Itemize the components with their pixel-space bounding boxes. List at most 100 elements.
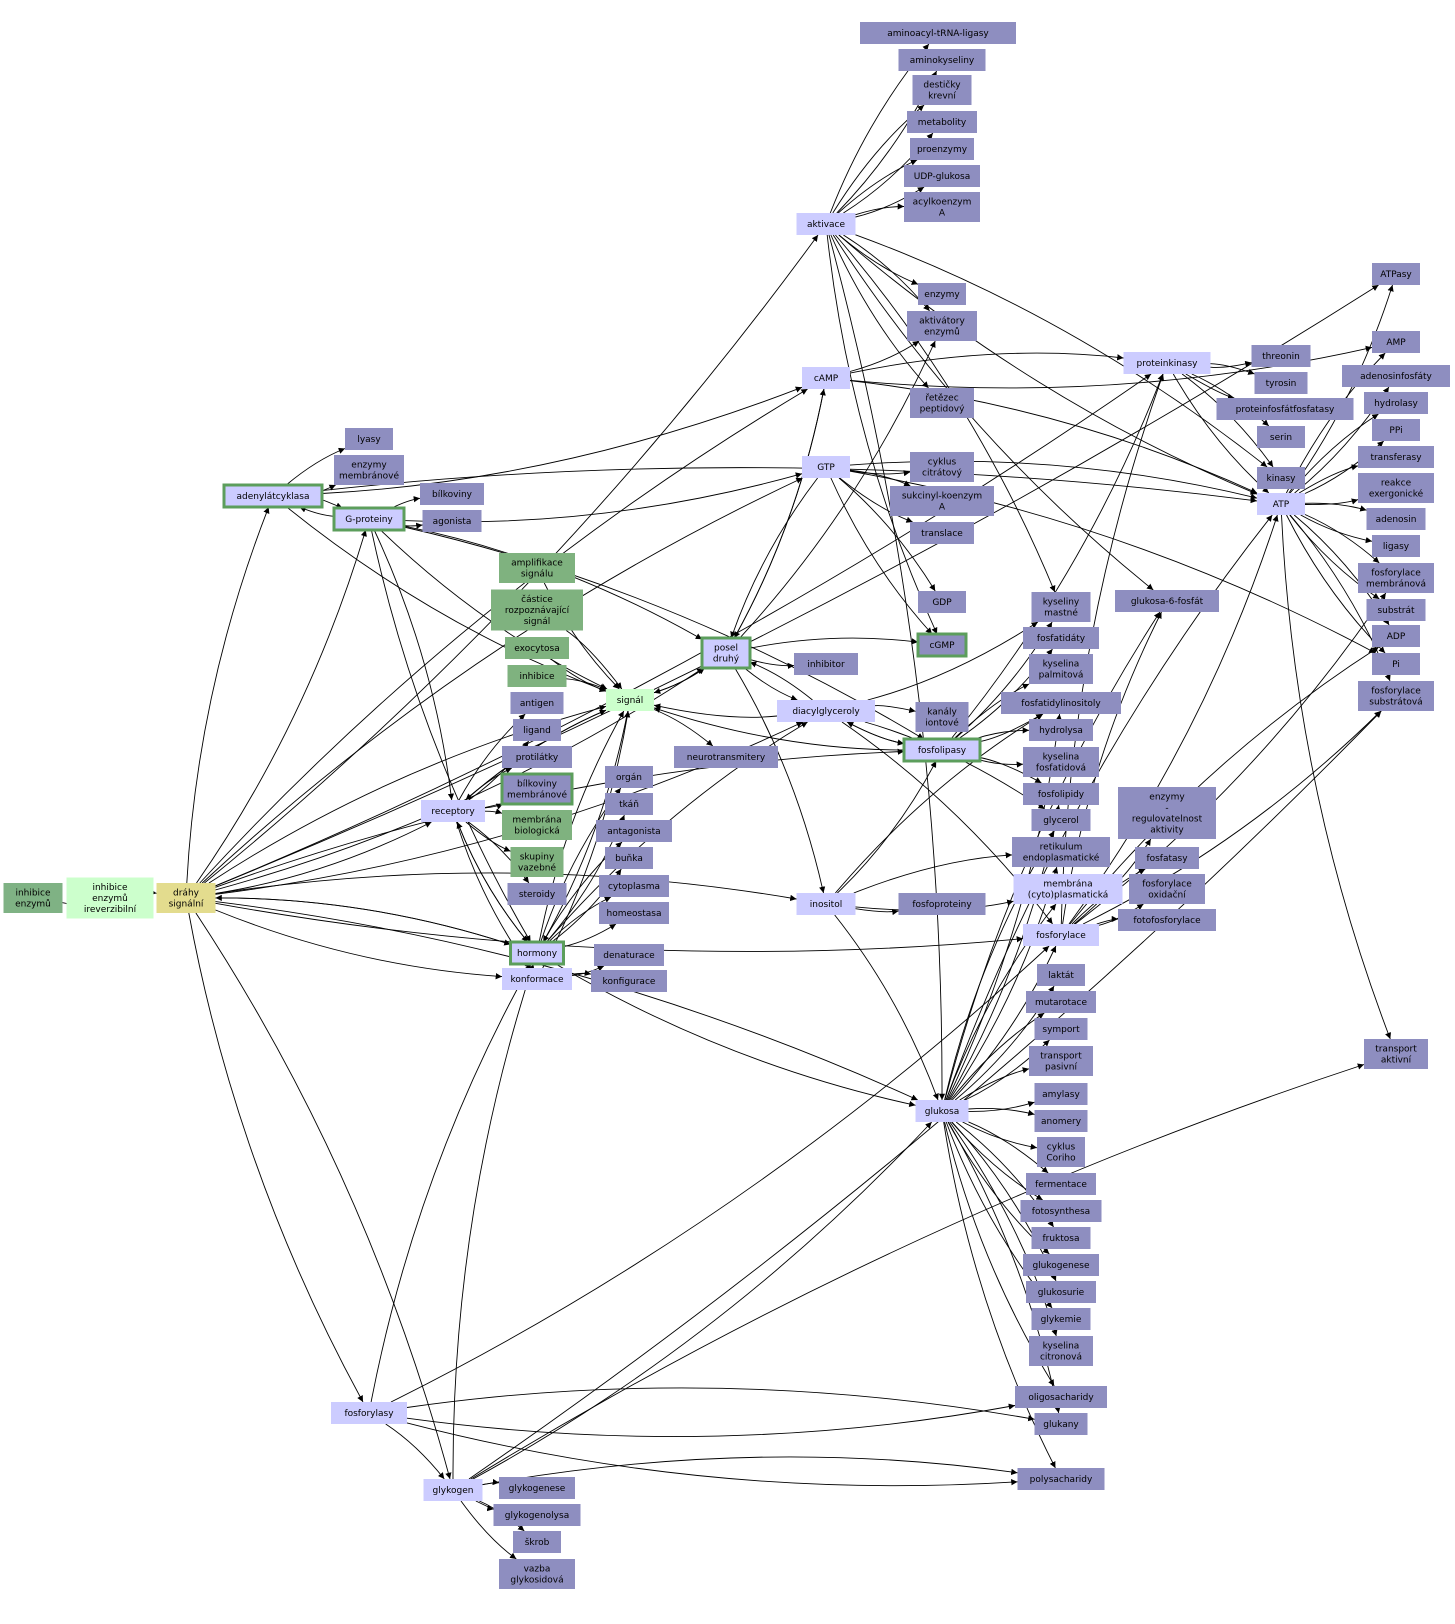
node-glukogenese: glukogenese [1023,1254,1099,1276]
node-box [1029,1046,1093,1076]
node-label-line: adenylátcyklasa [236,492,309,502]
node-neurotransmitery: neurotransmitery [674,746,778,768]
node-label-line: signální [169,900,204,910]
node-box [1372,331,1420,353]
node-box [1366,508,1426,530]
node-box [802,456,850,478]
node-label: neurotransmitery [687,753,766,763]
node-konformace: konformace [502,968,572,990]
node-hydrolasy_r: hydrolasy [1364,392,1428,414]
node-denaturace: denaturace [594,944,664,966]
node-label: adenylátcyklasa [236,492,309,502]
edge-glukosa-to-polysacharidy [943,1121,1056,1469]
node-label-line: glykemie [1041,1315,1082,1325]
node-label: glukosa [925,1107,960,1117]
node-fosfolipidy: fosfolipidy [1023,783,1099,805]
node-label-line: rozpoznávající [505,606,570,616]
node-label-line: ATPasy [1380,270,1412,280]
node-aktivace: aktivace [796,213,856,235]
node-antagonista: antagonista [596,820,672,842]
edge-drahy_signalni-to-inositol [215,872,797,902]
node-box [1012,837,1110,867]
node-box [605,793,653,815]
node-label-line: kinasy [1267,474,1297,484]
node-box [1135,847,1199,869]
edge-receptory-to-bilkoviny_membranove [484,803,504,810]
node-label: inhibitor [807,660,845,670]
node-label-line: glycerol [1043,816,1079,826]
node-bunka: buňka [605,847,653,869]
node-label-line: signál [524,617,551,627]
node-box [499,553,575,583]
node-label: buňka [615,853,643,864]
node-steroidy: steroidy [507,883,567,905]
node-label: serin [1270,433,1292,443]
node-box [502,810,572,840]
node-label: cytoplasma [608,882,660,892]
node-label: glykogenolysa [505,1511,569,1521]
edge-gtp-to-translace [839,477,913,523]
node-label: proteinkinasy [1137,359,1199,369]
node-label-line: vazba [524,1565,551,1575]
node-label-line: fotofosforylace [1133,916,1201,926]
node-proenzymy: proenzymy [910,138,974,160]
node-agonista: agonista [422,510,482,532]
node-label-line: enzymů [15,899,51,910]
edge-fosforylasy-to-oligosacharidy [406,1403,1016,1437]
node-translace: translace [910,522,974,544]
node-label-line: AMP [1386,338,1406,348]
node-gdp: GDP [918,591,966,613]
node-label-line: mutarotace [1035,998,1088,1008]
node-g_proteiny: G-proteiny [332,506,406,532]
node-box [674,746,778,768]
node-label-line: protilátky [516,753,559,763]
node-label-line: neurotransmitery [687,753,766,763]
node-label: transferasy [1370,453,1422,463]
node-box [505,637,569,659]
edge-drahy_signalni-to-konformace [215,909,503,980]
node-label-line: krevní [928,92,956,102]
node-label-line: membrána [1043,880,1092,890]
edge-glykogen-to-glukosa [472,1121,933,1480]
node-box [1123,352,1211,374]
edge-g_proteiny-to-receptory [373,529,455,801]
node-label-line: oxidační [1148,890,1186,901]
node-label: fosfatidylinositoly [1021,699,1101,709]
node-label: symport [1042,1025,1080,1035]
node-label-line: lyasy [357,435,381,445]
node-label-line: fotosynthesa [1032,1207,1090,1217]
node-label-line: kyseliny [1043,598,1080,608]
node-label-line: hormony [517,949,558,959]
node-label-line: kyselina [1043,660,1080,670]
node-box [1023,627,1099,649]
node-label-line: hydrolasy [1374,399,1418,409]
node-label: antigen [520,699,554,709]
edge-signal-to-hormony [542,710,629,943]
edge-drahy_signalni-to-glykogen [195,912,452,1480]
node-box [1031,592,1091,622]
node-label-line: glukosa-6-fosfát [1131,597,1204,607]
node-box [507,665,567,687]
node-box [890,486,994,516]
node-proteinkinasy: proteinkinasy [1123,352,1211,374]
node-label: bílkoviny [432,490,473,500]
node-label: membrána(cyto)plasmatická [1028,880,1109,901]
node-label-line: ligand [523,726,551,736]
node-box [1034,1413,1088,1435]
node-label-line: anomery [1041,1117,1082,1127]
node-ppi: PPi [1372,419,1420,441]
node-label-line: Pi [1392,660,1400,670]
node-box [500,772,574,806]
node-adp: ADP [1372,625,1420,647]
edge-g_proteiny-to-fosfolipasy [403,526,924,740]
node-box [1017,1468,1105,1490]
node-hydrolysa: hydrolysa [1029,719,1093,741]
